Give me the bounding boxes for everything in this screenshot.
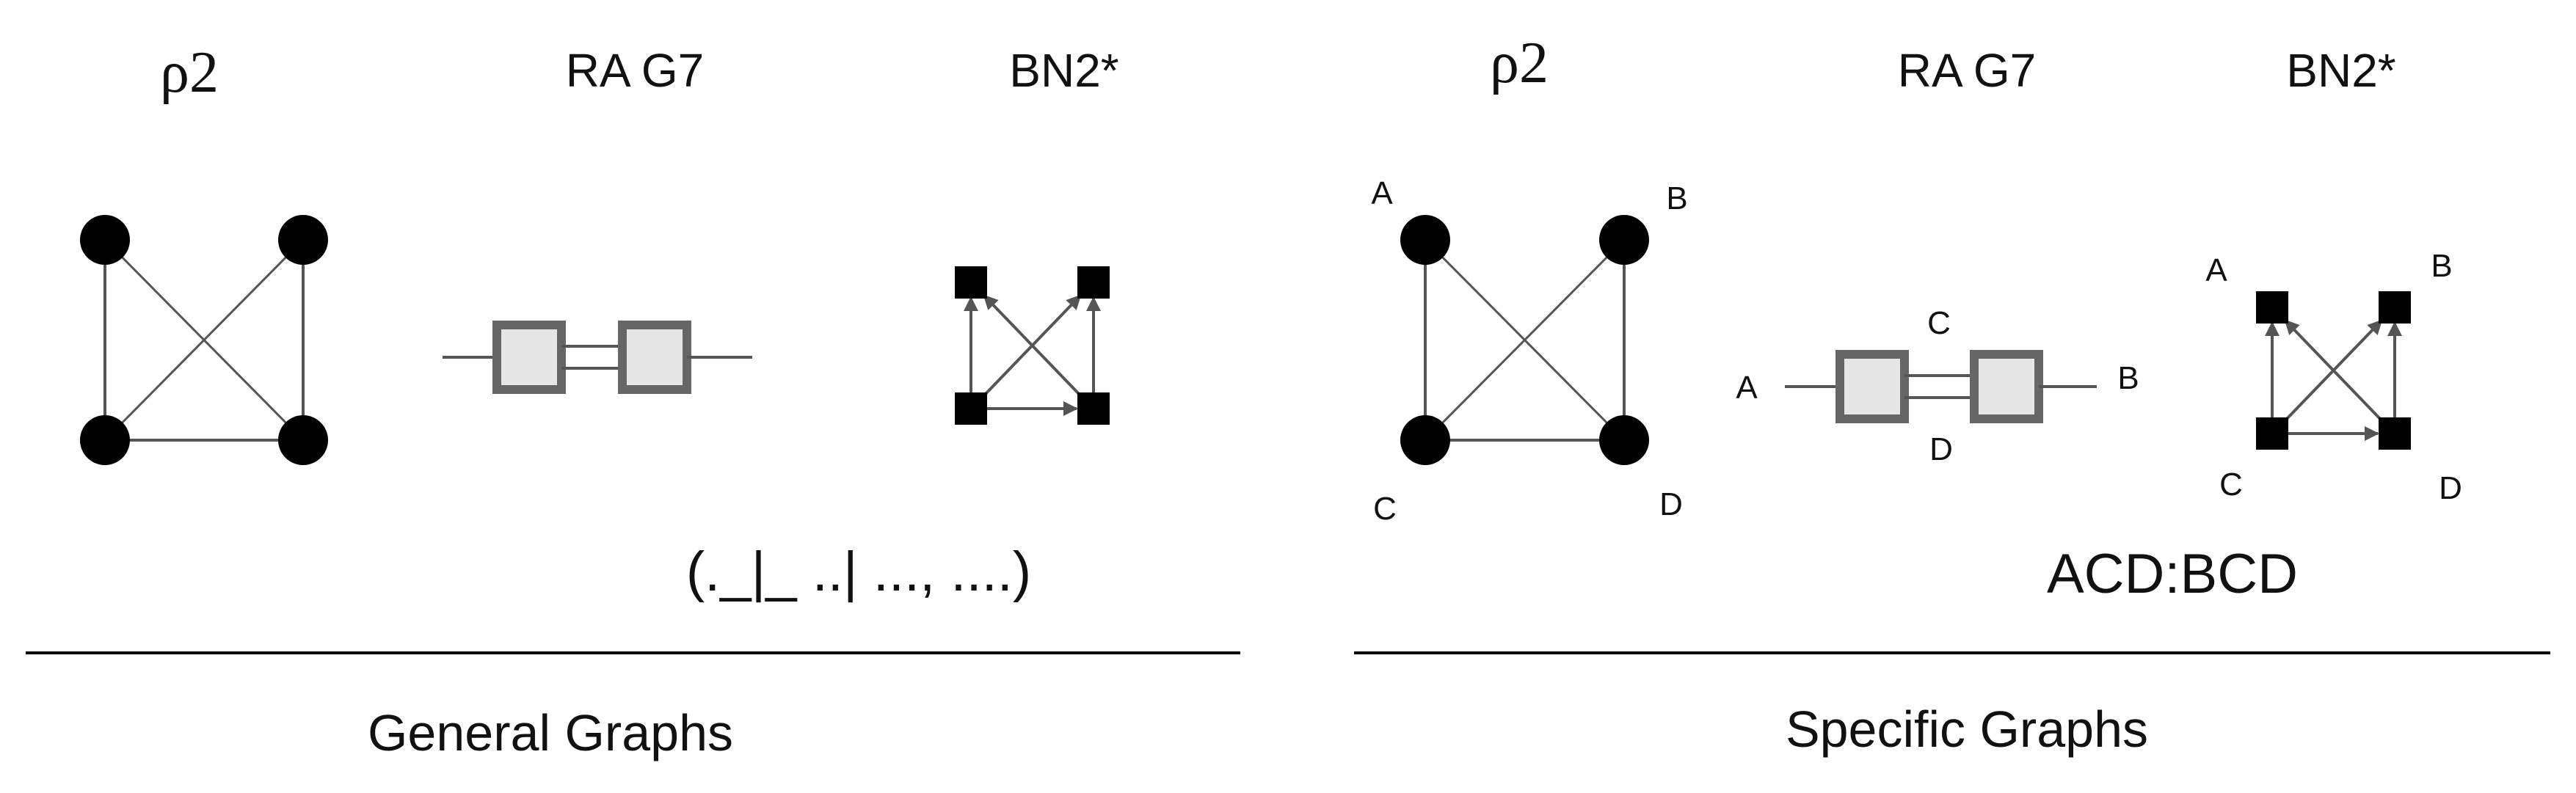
square-node-a [2256,291,2288,324]
square-node-c [955,392,987,425]
general-header-ra-g7: RA G7 [566,44,705,97]
arrow-d-to-a [983,294,1083,398]
specific-header-ra-g7: RA G7 [1898,44,2037,97]
node-c [1400,415,1450,465]
rho2-label-b: B [1666,180,1687,216]
node-d [278,415,328,465]
square-node-b [1077,266,1110,299]
general-header-bn2: BN2* [1009,44,1118,97]
bn2-label-c: C [2219,467,2243,503]
node-d [1599,415,1649,465]
specific-bn2-graph: A B C D [2205,248,2462,506]
square-node-d [1077,392,1110,425]
node-b [1599,215,1649,265]
rho2-label-c: C [1373,491,1397,527]
specific-rho2-graph: A B C D [1371,175,1687,527]
specific-caption: Specific Graphs [1786,701,2148,758]
bn2-label-d: D [2439,470,2462,506]
square-node-d [2379,417,2411,450]
square-node-b [2379,291,2411,324]
box-node-left [492,321,566,394]
ra-label-c: C [1927,305,1951,341]
specific-formula: ACD:BCD [2047,543,2298,605]
specific-header-rho2: ρ2 [1490,31,1549,95]
ra-label-a: A [1736,370,1758,406]
square-node-c [2256,417,2288,450]
general-caption: General Graphs [368,704,733,761]
bn2-label-b: B [2431,248,2452,284]
node-c [80,415,130,465]
edge [1424,238,1626,442]
box-node-left [1835,350,1909,423]
rho2-label-d: D [1659,486,1683,522]
arrow-d-to-a [2284,319,2384,423]
general-formula: (._|_ ..| ..., ....) [686,541,1031,603]
bn2-label-a: A [2205,252,2227,288]
general-header-rho2: ρ2 [160,40,219,105]
box-node-right [618,321,691,394]
general-bn2-graph [955,266,1110,425]
node-a [80,215,130,265]
rho2-label-a: A [1371,175,1393,211]
edge [103,238,305,442]
general-graphs-panel: ρ2 RA G7 BN2* [26,40,1240,761]
ra-label-b: B [2117,360,2139,396]
specific-graphs-panel: ρ2 RA G7 BN2* A B C D A [1354,31,2550,758]
box-node-right [1970,350,2043,423]
square-node-a [955,266,987,299]
general-rho2-graph [80,215,328,465]
ra-label-d: D [1929,431,1953,467]
specific-header-bn2: BN2* [2286,44,2395,97]
general-ra-g7-graph [443,321,752,394]
node-a [1400,215,1450,265]
node-b [278,215,328,265]
specific-ra-g7-graph: A B C D [1736,305,2139,467]
